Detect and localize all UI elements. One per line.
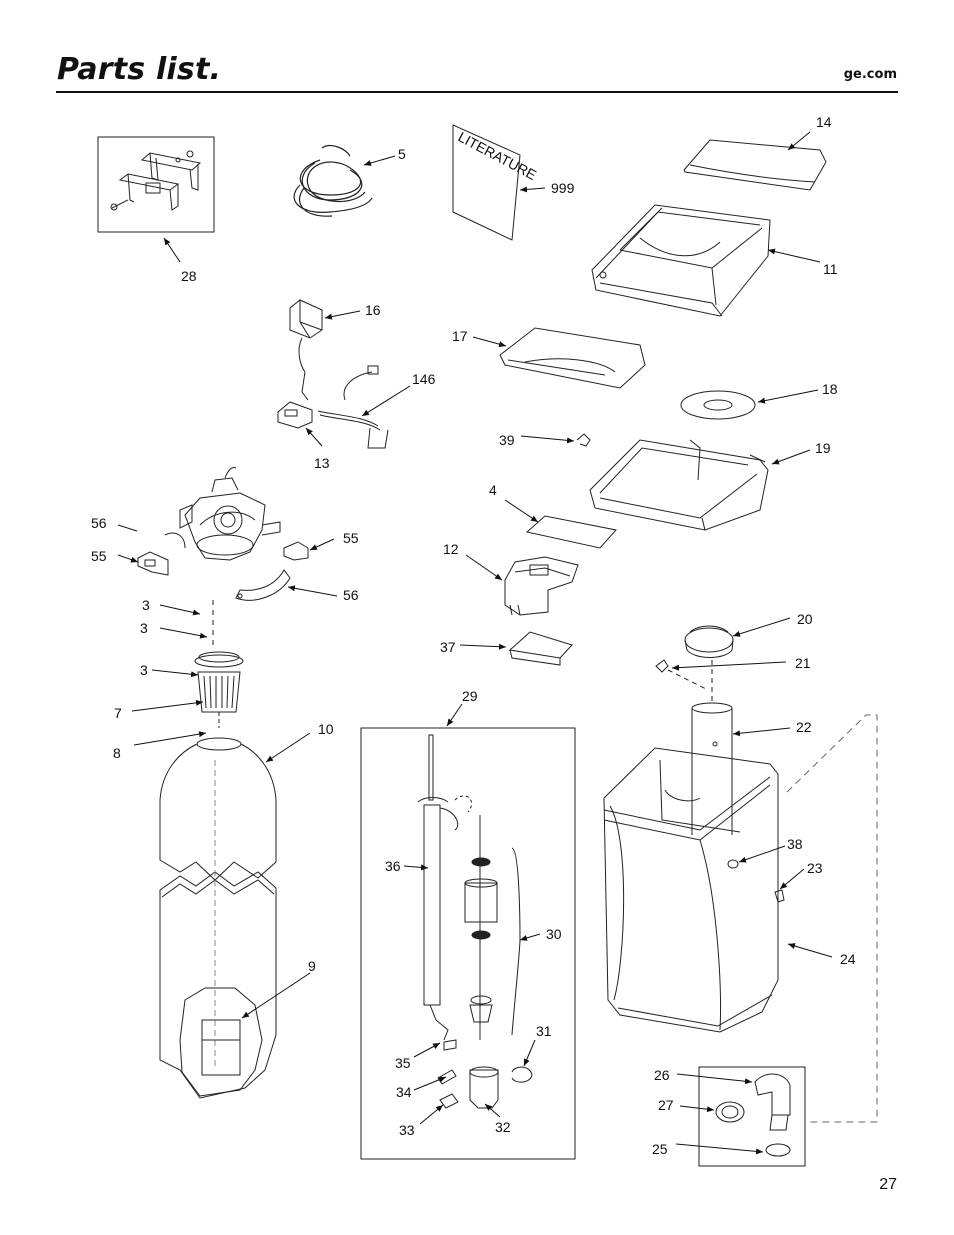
part-5-coiled-tube — [293, 144, 373, 217]
leader-lines — [117, 131, 833, 1155]
part-21-clip — [655, 659, 669, 673]
callout-33: 33 — [399, 1122, 415, 1138]
callout-17: 17 — [452, 328, 468, 344]
callout-10: 10 — [318, 721, 334, 737]
page-number: 27 — [879, 1176, 897, 1193]
callout-3-a: 3 — [142, 597, 150, 613]
callout-38: 38 — [787, 836, 803, 852]
part-38-grommet — [727, 859, 739, 869]
callout-22: 22 — [796, 719, 812, 735]
part-24-base-cabinet — [603, 747, 779, 1033]
callout-13: 13 — [314, 455, 330, 471]
part-55-bracket-left — [137, 551, 169, 576]
part-36-brine-tube — [417, 734, 473, 1041]
callout-9: 9 — [308, 958, 316, 974]
callout-34: 34 — [396, 1084, 412, 1100]
callout-19: 19 — [815, 440, 831, 456]
callout-31: 31 — [536, 1023, 552, 1039]
callout-39: 39 — [499, 432, 515, 448]
callout-28: 28 — [181, 268, 197, 284]
part-14-lid-cover — [683, 139, 827, 191]
callout-56-bottom: 56 — [343, 587, 359, 603]
part-30-float-assembly — [464, 815, 521, 1040]
part-27-nut — [715, 1101, 745, 1123]
part-13-timer — [277, 401, 313, 429]
part-7-distributor-basket — [197, 671, 241, 728]
callout-labels: 28 5 999 14 11 16 17 146 13 18 39 19 4 5… — [91, 114, 856, 1157]
part-19-salt-tray — [589, 439, 769, 531]
part-20-cap — [684, 625, 734, 658]
callout-36: 36 — [385, 858, 401, 874]
part-35-ferrule — [443, 1039, 457, 1051]
callout-3-c: 3 — [140, 662, 148, 678]
callout-26: 26 — [654, 1067, 670, 1083]
part-17-salt-lid — [499, 327, 646, 389]
part-23-overflow-fitting — [774, 889, 785, 903]
callout-5: 5 — [398, 146, 406, 162]
part-34-insert — [437, 1069, 457, 1085]
part-16-transformer — [289, 299, 323, 373]
callout-25: 25 — [652, 1141, 668, 1157]
callout-30: 30 — [546, 926, 562, 942]
callout-16: 16 — [365, 302, 381, 318]
literature-text: LITERATURE — [456, 129, 540, 184]
part-39-clip — [576, 433, 591, 447]
part-33-fitting — [439, 1093, 459, 1109]
part-22-brine-well — [691, 660, 733, 835]
part-31-clip — [511, 1066, 533, 1083]
callout-11: 11 — [823, 261, 838, 277]
part-3-orings — [194, 651, 244, 668]
callout-56-top: 56 — [91, 515, 107, 531]
callout-35: 35 — [395, 1055, 411, 1071]
callout-55-right: 55 — [343, 530, 359, 546]
site-url: ge.com — [843, 67, 897, 82]
callout-8: 8 — [113, 745, 121, 761]
part-56-clip — [235, 569, 291, 601]
page-title: Parts list. — [57, 52, 222, 87]
header-rule — [56, 91, 898, 93]
part-37-tray — [508, 631, 573, 666]
overflow-kit-box — [698, 1066, 806, 1167]
part-11-top-cabinet — [591, 204, 771, 317]
callout-23: 23 — [807, 860, 823, 876]
callout-24: 24 — [840, 951, 856, 967]
callout-7: 7 — [114, 705, 122, 721]
callout-27: 27 — [658, 1097, 674, 1113]
part-4-pad — [525, 515, 617, 549]
callout-37: 37 — [440, 639, 456, 655]
callout-21: 21 — [795, 655, 811, 671]
part-28-bracket-kit — [97, 136, 215, 233]
part-25-clamp — [765, 1143, 791, 1157]
part-26-elbow — [754, 1073, 791, 1131]
callout-12: 12 — [443, 541, 459, 557]
part-55-bracket-right — [283, 541, 309, 561]
callout-999: 999 — [551, 180, 575, 196]
callout-18: 18 — [822, 381, 838, 397]
part-29-brine-valve-box — [360, 727, 576, 1160]
part-146-wire-harness — [301, 365, 389, 449]
part-12-brine-assembly — [504, 556, 579, 616]
part-18-disc — [680, 390, 756, 420]
callout-4: 4 — [489, 482, 497, 498]
valve-head-assembly — [164, 467, 281, 561]
callout-55-left: 55 — [91, 548, 107, 564]
callout-146: 146 — [412, 371, 436, 387]
callout-3-b: 3 — [140, 620, 148, 636]
callout-20: 20 — [797, 611, 813, 627]
part-999-literature — [452, 124, 521, 241]
callout-32: 32 — [495, 1119, 511, 1135]
callout-14: 14 — [816, 114, 832, 130]
part-32-valve-body — [469, 1066, 499, 1109]
callout-29: 29 — [462, 688, 478, 704]
part-10-resin-tank — [159, 737, 277, 1099]
